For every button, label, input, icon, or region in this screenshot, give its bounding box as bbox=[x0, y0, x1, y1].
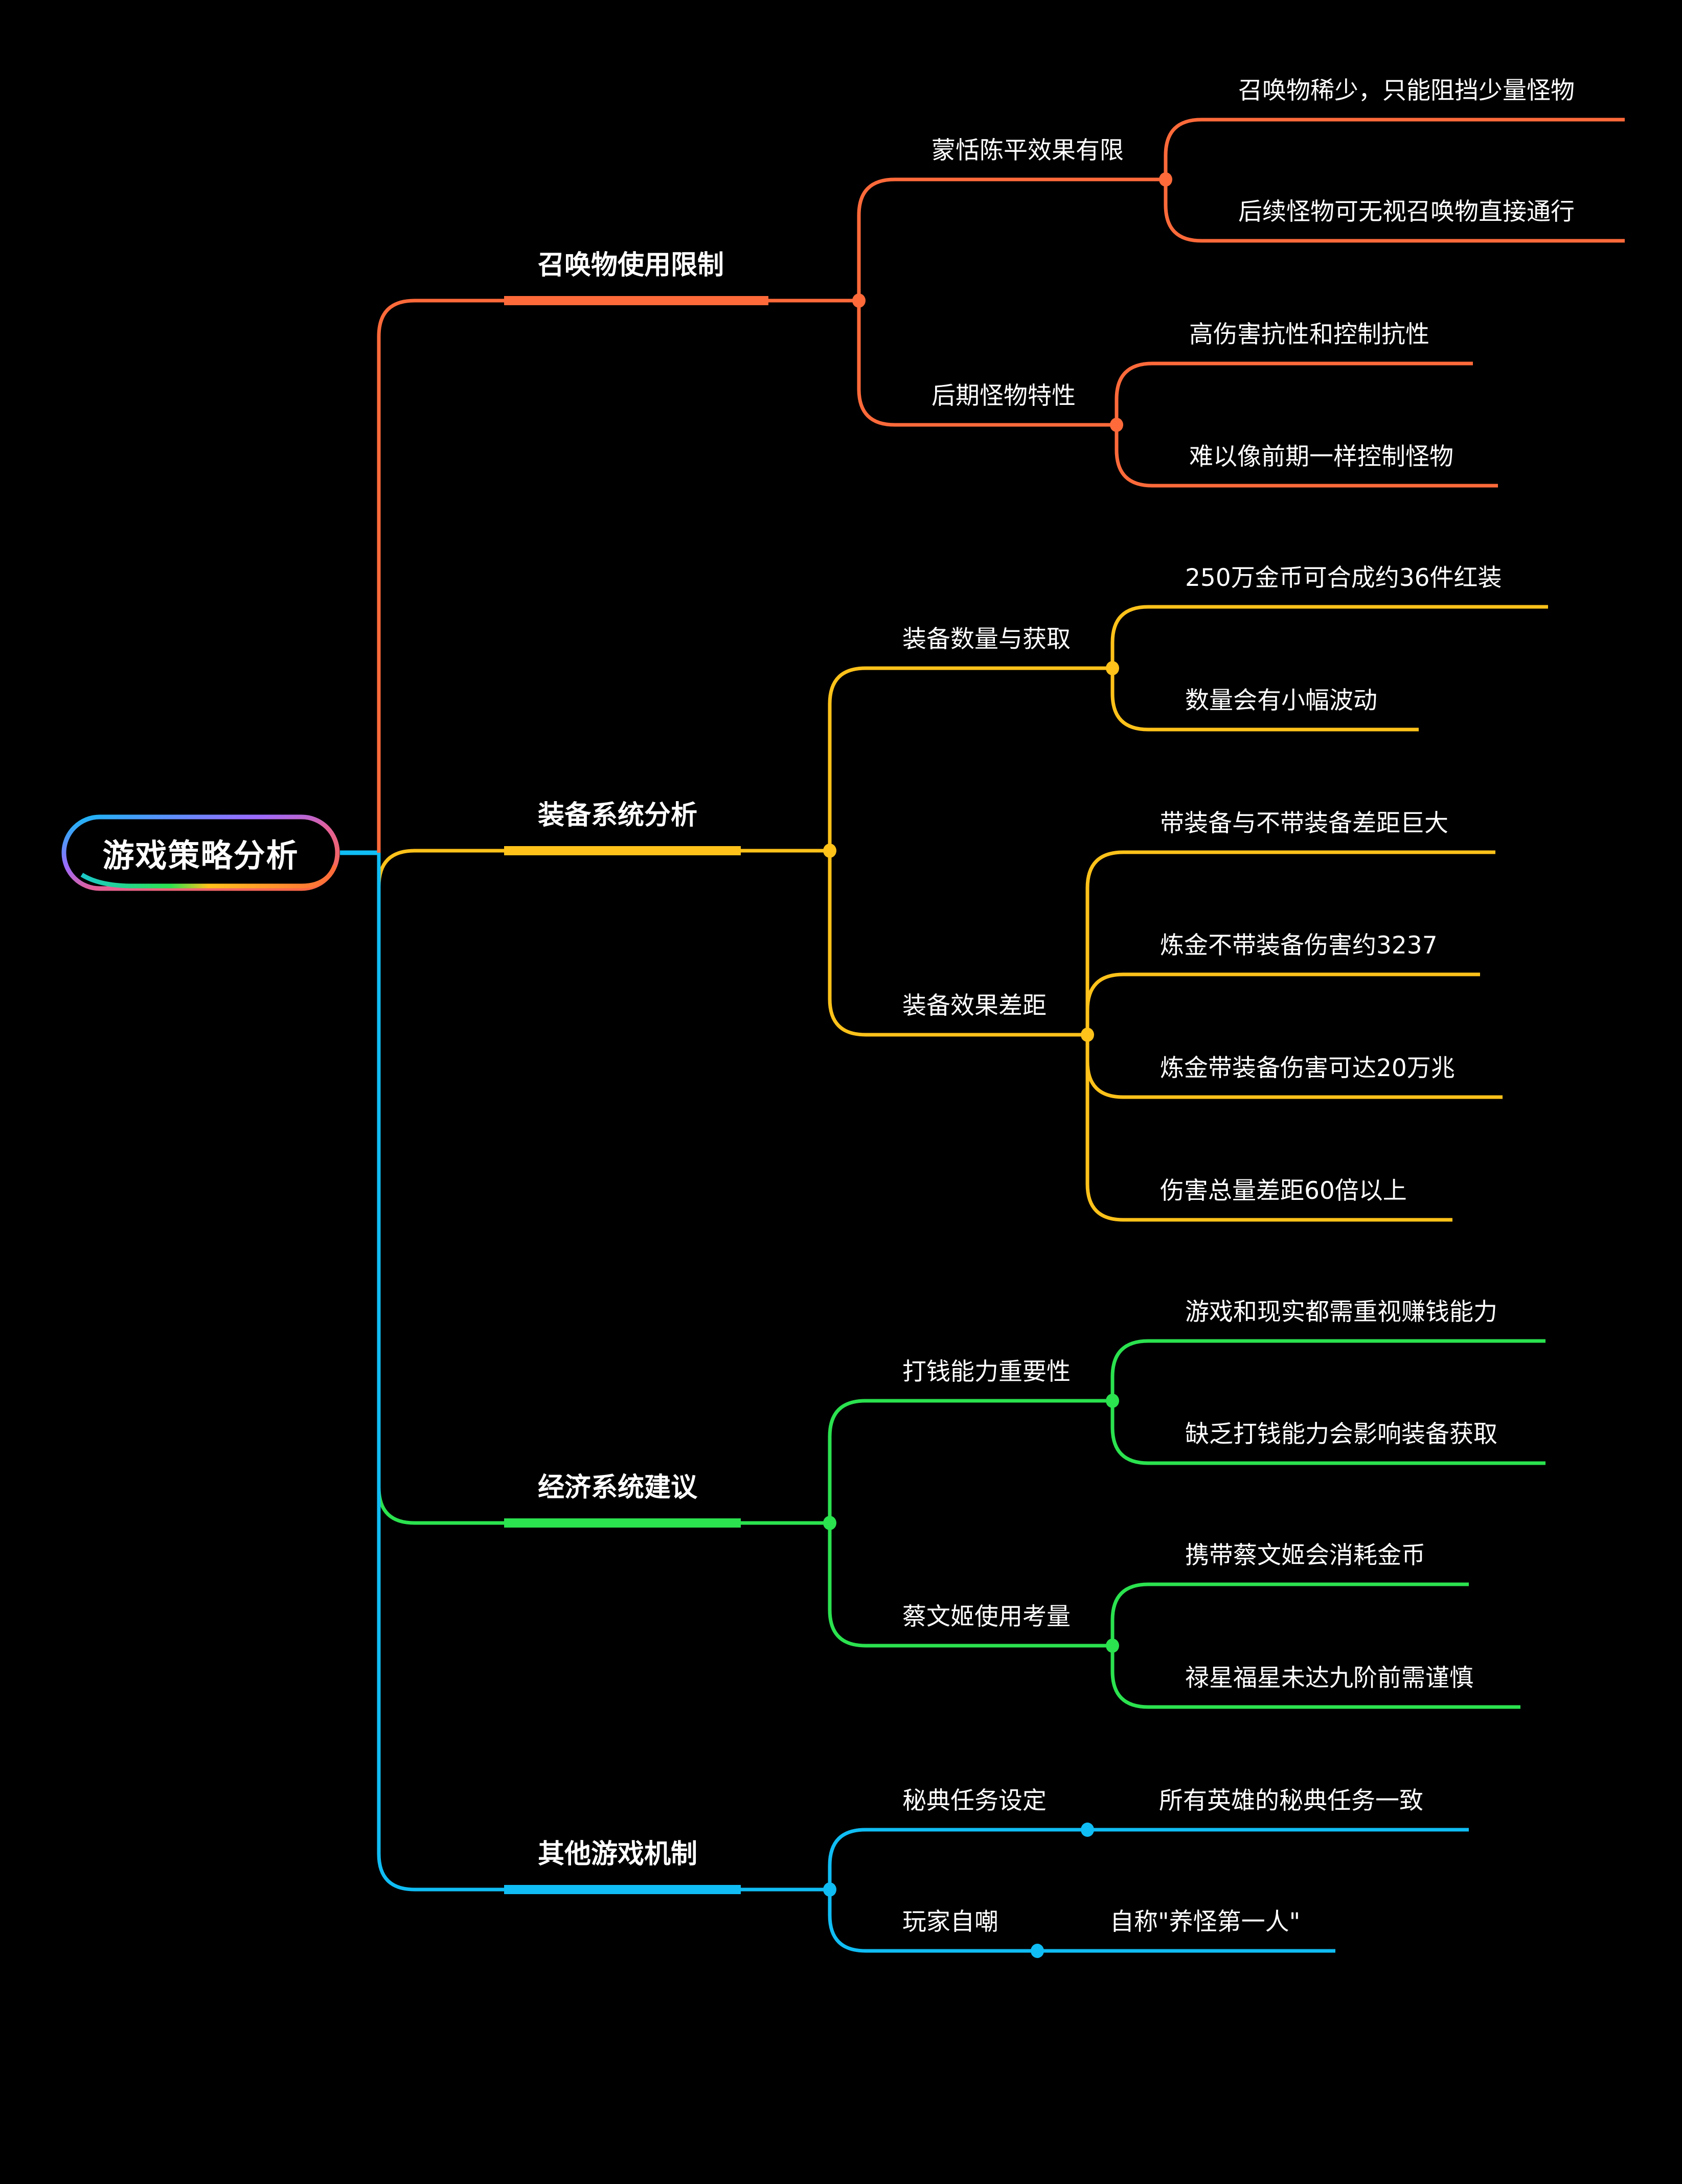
subtopic-collapse-dot[interactable] bbox=[1031, 1944, 1044, 1958]
subtopic[interactable]: 打钱能力重要性 bbox=[902, 1358, 1071, 1386]
subtopic[interactable]: 蔡文姬使用考量 bbox=[902, 1603, 1071, 1631]
branch-connector bbox=[377, 853, 830, 1892]
leaf-topic[interactable]: 炼金带装备伤害可达20万兆 bbox=[1160, 1054, 1455, 1082]
branch-underline bbox=[504, 846, 741, 855]
leaf-topic[interactable]: 后续怪物可无视召唤物直接通行 bbox=[1238, 198, 1575, 226]
root-topic-border bbox=[61, 814, 340, 891]
subtopic-collapse-dot[interactable] bbox=[1106, 1394, 1119, 1408]
branch-collapse-dot[interactable] bbox=[823, 1882, 836, 1897]
subtopic[interactable]: 秘典任务设定 bbox=[902, 1787, 1047, 1815]
root-topic[interactable]: 游戏策略分析 bbox=[61, 814, 340, 891]
branch-underline bbox=[504, 1518, 741, 1528]
subtopic[interactable]: 后期怪物特性 bbox=[931, 382, 1076, 410]
subtopic[interactable]: 蒙恬陈平效果有限 bbox=[931, 136, 1124, 165]
subtopic-collapse-dot[interactable] bbox=[1081, 1823, 1094, 1837]
branch-underline bbox=[504, 1885, 741, 1894]
leaf-connector bbox=[1115, 425, 1498, 488]
leaf-connector bbox=[1110, 668, 1419, 732]
branch-connector bbox=[377, 299, 859, 853]
subtopic[interactable]: 装备效果差距 bbox=[902, 992, 1047, 1020]
leaf-topic[interactable]: 召唤物稀少，只能阻挡少量怪物 bbox=[1238, 77, 1575, 105]
subtopic-collapse-dot[interactable] bbox=[1159, 172, 1172, 187]
leaf-topic[interactable]: 炼金不带装备伤害约3237 bbox=[1160, 931, 1438, 960]
leaf-connector bbox=[1085, 972, 1480, 1035]
leaf-topic[interactable]: 禄星福星未达九阶前需谨慎 bbox=[1185, 1664, 1473, 1692]
leaf-topic[interactable]: 带装备与不带装备差距巨大 bbox=[1160, 809, 1448, 837]
branch-collapse-dot[interactable] bbox=[852, 293, 866, 308]
subtopic[interactable]: 装备数量与获取 bbox=[902, 625, 1071, 653]
branch-underline bbox=[504, 296, 768, 305]
branch-topic[interactable]: 装备系统分析 bbox=[538, 800, 698, 831]
subtopic-collapse-dot[interactable] bbox=[1106, 1639, 1119, 1653]
leaf-connector bbox=[1085, 1035, 1452, 1222]
branch-connector bbox=[377, 849, 830, 887]
branch-topic[interactable]: 召唤物使用限制 bbox=[538, 250, 724, 281]
leaf-connector bbox=[1110, 1646, 1520, 1709]
branch-topic[interactable]: 经济系统建议 bbox=[538, 1472, 698, 1503]
leaf-topic[interactable]: 缺乏打钱能力会影响装备获取 bbox=[1185, 1420, 1497, 1448]
leaf-topic[interactable]: 携带蔡文姬会消耗金币 bbox=[1185, 1541, 1425, 1569]
leaf-connector bbox=[1110, 1582, 1469, 1646]
leaf-connector bbox=[1110, 1401, 1545, 1465]
subtopic-connector bbox=[828, 1523, 1112, 1648]
leaf-topic[interactable]: 所有英雄的秘典任务一致 bbox=[1159, 1787, 1423, 1815]
branch-topic[interactable]: 其他游戏机制 bbox=[538, 1839, 698, 1870]
leaf-connector bbox=[1164, 179, 1625, 243]
branch-connector bbox=[377, 853, 830, 1525]
subtopic-collapse-dot[interactable] bbox=[1081, 1028, 1094, 1042]
subtopic-connector bbox=[828, 1399, 1112, 1523]
leaf-connector bbox=[1110, 605, 1548, 668]
leaf-topic[interactable]: 自称"养怪第一人" bbox=[1110, 1908, 1301, 1936]
leaf-connector bbox=[1115, 361, 1473, 425]
subtopic-connector bbox=[857, 301, 1117, 427]
root-topic-label: 游戏策略分析 bbox=[102, 837, 299, 874]
leaf-topic[interactable]: 游戏和现实都需重视赚钱能力 bbox=[1185, 1298, 1497, 1326]
subtopic-connector bbox=[857, 177, 1166, 301]
leaf-topic[interactable]: 伤害总量差距60倍以上 bbox=[1160, 1177, 1407, 1205]
leaf-connector bbox=[1085, 850, 1495, 1035]
subtopic-connector bbox=[828, 1890, 1335, 1953]
subtopic-collapse-dot[interactable] bbox=[1110, 418, 1123, 432]
leaf-topic[interactable]: 250万金币可合成约36件红装 bbox=[1185, 564, 1502, 592]
branch-collapse-dot[interactable] bbox=[823, 844, 836, 858]
leaf-topic[interactable]: 数量会有小幅波动 bbox=[1185, 687, 1377, 715]
subtopic-connector bbox=[828, 851, 1087, 1037]
subtopic-collapse-dot[interactable] bbox=[1106, 661, 1119, 675]
leaf-topic[interactable]: 高伤害抗性和控制抗性 bbox=[1189, 321, 1429, 349]
subtopic[interactable]: 玩家自嘲 bbox=[902, 1908, 998, 1936]
leaf-connector bbox=[1110, 1339, 1545, 1401]
branch-collapse-dot[interactable] bbox=[823, 1516, 836, 1530]
subtopic-connector bbox=[828, 666, 1112, 851]
leaf-topic[interactable]: 难以像前期一样控制怪物 bbox=[1189, 443, 1453, 471]
subtopic-connector bbox=[828, 1828, 1469, 1890]
leaf-connector bbox=[1164, 118, 1625, 179]
